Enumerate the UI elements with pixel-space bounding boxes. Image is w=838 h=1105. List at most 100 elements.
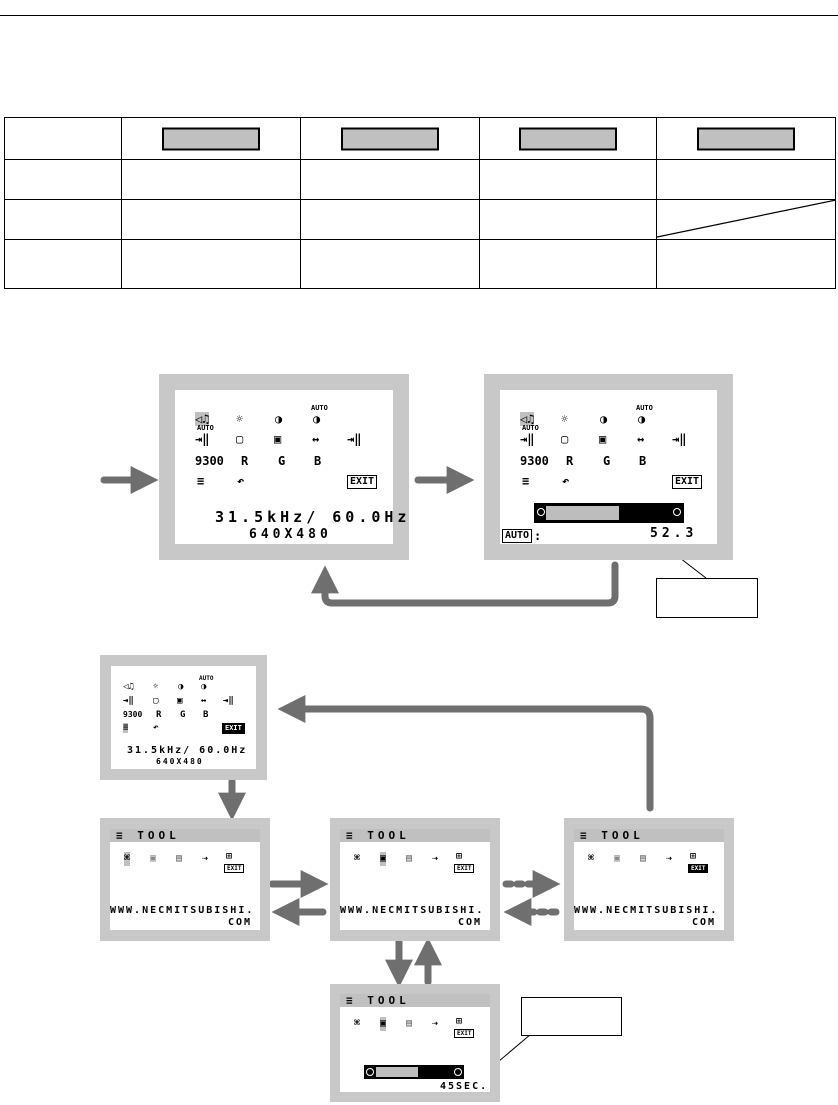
green-icon[interactable]: G [180, 710, 186, 720]
language-icon[interactable]: ⌘ [124, 852, 131, 866]
header-rule [0, 15, 838, 16]
reset-icon[interactable]: ↶ [562, 474, 570, 488]
exit-icon[interactable]: EXIT [688, 864, 709, 873]
hot-key-icon[interactable]: ⇢ [666, 853, 673, 864]
language-icon[interactable]: ⌘ [354, 1018, 361, 1029]
slider-max-dot [454, 1068, 462, 1076]
volume-icon[interactable]: ◁♫ [123, 682, 134, 692]
table-cell [4, 159, 122, 200]
contrast-icon[interactable]: ◑ [275, 412, 283, 426]
color-preset-icon[interactable]: 9300 [520, 454, 549, 468]
volume-icon[interactable]: ◁♫ [195, 412, 210, 426]
slider-fill [376, 1067, 418, 1077]
arrow-return-1 [311, 561, 619, 607]
osd-time-icon[interactable]: ▣ [150, 853, 157, 864]
key-button-4[interactable] [697, 127, 795, 150]
resolution-readout: 640X480 [156, 757, 204, 766]
auto-adjust-icon[interactable]: ⇥‖ [123, 696, 134, 706]
red-icon[interactable]: R [241, 454, 249, 468]
table-cell [121, 199, 301, 240]
adjust-slider[interactable] [534, 503, 684, 523]
reset-icon[interactable]: ↶ [153, 723, 159, 733]
url-line-1: WWW.NECMITSUBISHI. [340, 905, 485, 916]
tool-title-bar: ≡ TOOL [340, 994, 490, 1007]
down-up-icon[interactable]: ▣ [177, 696, 183, 706]
table-cell [4, 199, 122, 240]
factory-preset-icon[interactable]: ⊞ [456, 1016, 463, 1027]
osd-lock-icon[interactable]: ▤ [406, 853, 413, 864]
osd-lock-icon[interactable]: ▤ [176, 853, 183, 864]
factory-preset-icon[interactable]: ⊞ [690, 851, 697, 862]
osd-time-icon[interactable]: ▣ [380, 852, 387, 866]
red-icon[interactable]: R [156, 710, 162, 720]
table-cell [656, 239, 836, 289]
osd-time-icon[interactable]: ▣ [380, 1017, 387, 1031]
hot-key-icon[interactable]: ⇢ [432, 1018, 439, 1029]
table-cell [121, 239, 301, 289]
brightness-icon[interactable]: ☼ [561, 412, 569, 426]
h-size-icon[interactable]: ↔ [637, 432, 645, 446]
brightness-icon[interactable]: ☼ [236, 412, 244, 426]
blue-icon[interactable]: B [639, 454, 647, 468]
fine-icon[interactable]: ⇥‖ [347, 432, 362, 446]
factory-preset-icon[interactable]: ⊞ [226, 851, 233, 862]
table-header-key [656, 117, 836, 160]
tool-icon[interactable]: ≡ [522, 474, 530, 488]
table-cell [4, 239, 122, 289]
hot-key-icon[interactable]: ⇢ [202, 853, 209, 864]
volume-icon[interactable]: ◁♫ [520, 412, 535, 426]
url-line-1: WWW.NECMITSUBISHI. [110, 905, 255, 916]
auto-adjust-icon[interactable]: ⇥‖ [520, 432, 535, 446]
osd-time-icon[interactable]: ▣ [614, 853, 621, 864]
tool-title: TOOL [601, 829, 644, 842]
key-button-2[interactable] [341, 127, 439, 150]
brightness-icon[interactable]: ☼ [153, 682, 159, 692]
color-preset-icon[interactable]: 9300 [123, 710, 143, 719]
frequency-readout: 31.5kHz/ 60.0Hz [127, 745, 248, 756]
exit-icon[interactable]: EXIT [454, 1029, 475, 1038]
osd-lock-icon[interactable]: ▤ [640, 853, 647, 864]
h-size-icon[interactable]: ↔ [201, 696, 207, 706]
red-icon[interactable]: R [566, 454, 574, 468]
blue-icon[interactable]: B [314, 454, 322, 468]
time-slider[interactable] [364, 1065, 464, 1079]
hot-key-icon[interactable]: ⇢ [432, 853, 439, 864]
auto-contrast-icon[interactable]: ◑ [201, 682, 207, 692]
auto-tag: AUTO [199, 675, 214, 682]
left-right-icon[interactable]: ▢ [153, 696, 159, 706]
auto-adjust-icon[interactable]: ⇥‖ [195, 432, 210, 446]
contrast-icon[interactable]: ◑ [178, 682, 184, 692]
fine-icon[interactable]: ⇥‖ [223, 696, 234, 706]
tool-icon[interactable]: ≡ [123, 723, 129, 733]
language-icon[interactable]: ⌘ [588, 853, 595, 864]
osd-screen-small-main: ◁♫ ☼ ◑ AUTO ◑ ⇥‖ ▢ ▣ ↔ ⇥‖ 9300 R G B ≡ ↶… [100, 655, 267, 780]
exit-icon[interactable]: EXIT [222, 723, 245, 734]
auto-tag: AUTO [197, 424, 214, 432]
key-button-3[interactable] [519, 127, 617, 150]
exit-icon[interactable]: EXIT [454, 864, 475, 873]
h-size-icon[interactable]: ↔ [312, 432, 320, 446]
reset-icon[interactable]: ↶ [237, 474, 245, 488]
tool-icon[interactable]: ≡ [197, 474, 205, 488]
exit-icon[interactable]: EXIT [672, 475, 703, 489]
green-icon[interactable]: G [278, 454, 286, 468]
slider-fill [546, 506, 619, 520]
auto-contrast-icon[interactable]: ◑ [638, 412, 646, 426]
down-up-icon[interactable]: ▣ [274, 432, 282, 446]
factory-preset-icon[interactable]: ⊞ [456, 851, 463, 862]
osd-lock-icon[interactable]: ▤ [406, 1018, 413, 1029]
color-preset-icon[interactable]: 9300 [195, 454, 224, 468]
tool-title: TOOL [367, 994, 410, 1007]
key-button-1[interactable] [162, 127, 260, 150]
blue-icon[interactable]: B [203, 710, 209, 720]
left-right-icon[interactable]: ▢ [236, 432, 244, 446]
fine-icon[interactable]: ⇥‖ [672, 432, 687, 446]
auto-contrast-icon[interactable]: ◑ [313, 412, 321, 426]
left-right-icon[interactable]: ▢ [561, 432, 569, 446]
exit-icon[interactable]: EXIT [224, 864, 245, 873]
language-icon[interactable]: ⌘ [354, 853, 361, 864]
down-up-icon[interactable]: ▣ [599, 432, 607, 446]
exit-icon[interactable]: EXIT [347, 475, 378, 489]
contrast-icon[interactable]: ◑ [600, 412, 608, 426]
green-icon[interactable]: G [603, 454, 611, 468]
